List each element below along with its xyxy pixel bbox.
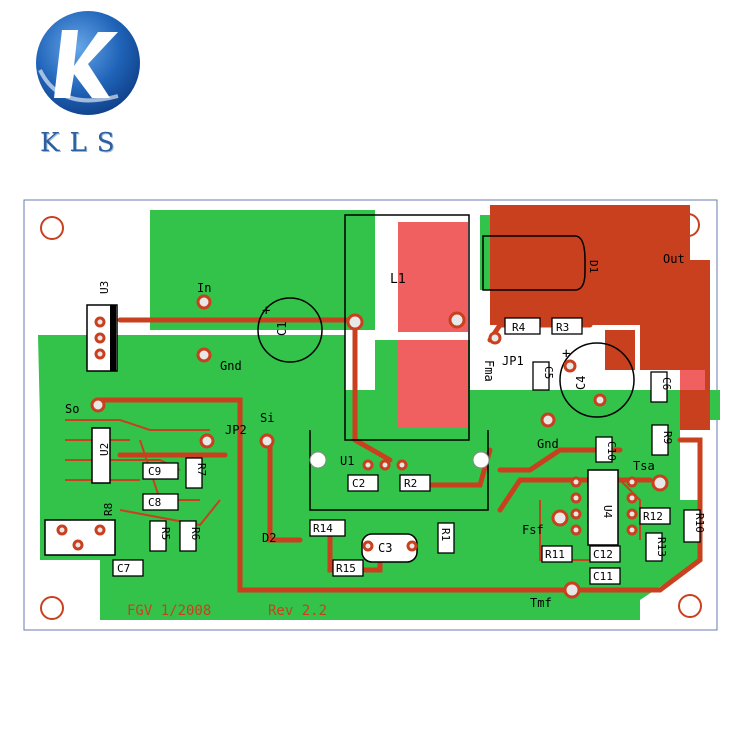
footer-right: Rev 2.2 (268, 603, 327, 619)
r9-label: R9 (661, 431, 674, 444)
u3-tab (110, 305, 116, 371)
u2-label: U2 (98, 443, 111, 456)
footer-left: FGV 1/2008 (127, 603, 211, 619)
c6-label: C6 (660, 377, 673, 390)
in-label: In (197, 281, 211, 295)
d1-outline (482, 235, 586, 291)
so-label: So (65, 402, 79, 416)
r13-label: R13 (655, 537, 668, 557)
si-label: Si (260, 411, 274, 425)
fma-label: Fma (482, 360, 496, 382)
kls-logo (36, 11, 140, 115)
u2-outline (91, 427, 111, 484)
pads (56, 294, 669, 599)
u1-outline (309, 430, 489, 511)
l1-outline (344, 214, 470, 441)
r15-label: R15 (336, 562, 356, 575)
c12-label: C12 (593, 548, 613, 561)
gnd-label-1: Gnd (220, 359, 242, 373)
c4-outline (559, 342, 635, 418)
logo-swoosh (38, 69, 119, 103)
jp2-label: JP2 (225, 423, 247, 437)
c11-label: C11 (593, 570, 613, 583)
fsf-label: Fsf (522, 523, 544, 537)
l1-label: L1 (390, 272, 406, 287)
c4-label: C4 (574, 376, 588, 390)
screw-holes (309, 451, 490, 469)
r14-label: R14 (313, 522, 333, 535)
d2-label: D2 (262, 531, 276, 545)
r3-label: R3 (556, 321, 569, 334)
red-pour (398, 205, 710, 430)
r6-label: R6 (189, 527, 202, 540)
gnd-label-2: Gnd (537, 437, 559, 451)
logo-text: KLS (40, 128, 125, 158)
smd-parts (112, 317, 701, 585)
c10-label: C10 (605, 441, 618, 461)
u4-label: U4 (601, 505, 614, 519)
d1-label: D1 (587, 260, 600, 273)
r11-label: R11 (545, 548, 565, 561)
jp1-label: JP1 (502, 354, 524, 368)
c9-label: C9 (148, 465, 161, 478)
mounting-holes (40, 213, 702, 620)
r2-label: R2 (404, 477, 417, 490)
out-label: Out (663, 252, 685, 266)
tsa-label: Tsa (633, 459, 655, 473)
c2-label: C2 (352, 477, 365, 490)
r8-label: R8 (102, 503, 115, 516)
r4-label: R4 (512, 321, 526, 334)
c1-outline (257, 297, 323, 363)
r10-label: R10 (693, 513, 706, 533)
r1-label: R1 (439, 528, 452, 541)
c7-label: C7 (117, 562, 130, 575)
c1-label: C1 (275, 322, 289, 336)
r5-label: R5 (159, 527, 172, 540)
c4-plus: + (562, 346, 570, 362)
c5-label: C5 (542, 366, 555, 379)
u4-outline (587, 469, 619, 546)
tmf-label: Tmf (530, 596, 552, 610)
c3-label: C3 (378, 541, 392, 555)
u1-label: U1 (340, 454, 354, 468)
r7-label: R7 (195, 463, 208, 476)
c1-plus: + (262, 303, 270, 319)
r12-label: R12 (643, 510, 663, 523)
c8-label: C8 (148, 496, 161, 509)
u3-label: U3 (98, 281, 111, 294)
logo-k-shape (54, 30, 118, 98)
